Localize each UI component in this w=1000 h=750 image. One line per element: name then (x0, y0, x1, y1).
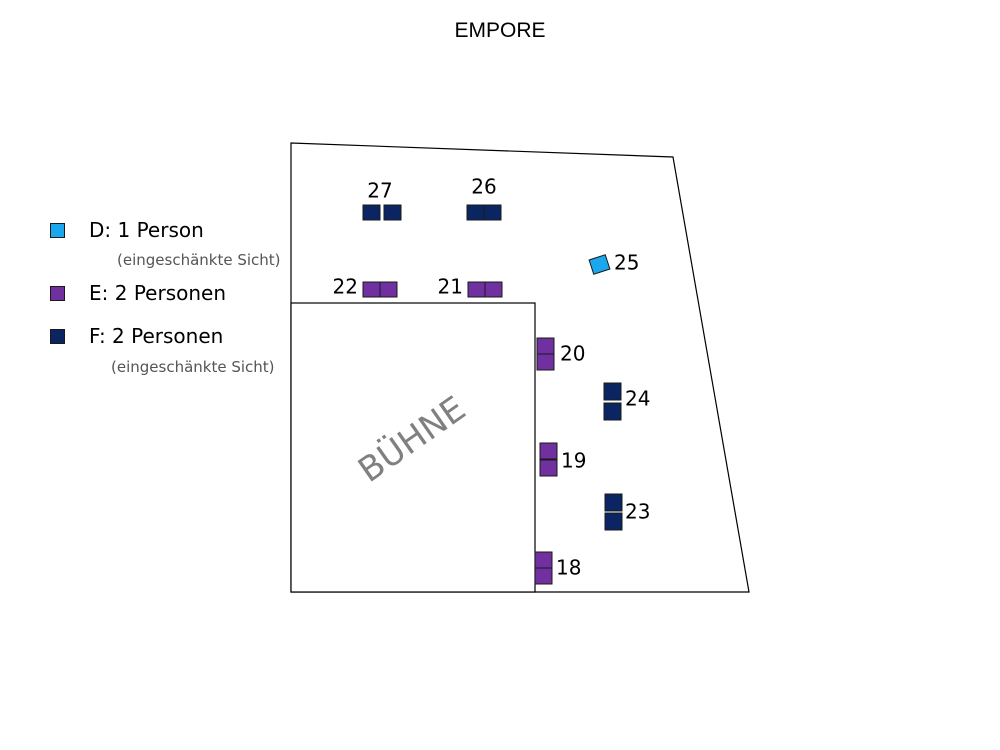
seat-group-22[interactable]: 22 (333, 275, 398, 299)
seat-19-1[interactable] (539, 442, 558, 460)
legend-swatch-d (50, 222, 65, 238)
seat-layer: 27 26 25 22 21 20 24 19 23 18 (333, 175, 650, 585)
seat-26-1[interactable] (466, 204, 485, 221)
seat-number-label: 21 (438, 275, 463, 299)
seat-number-label: 22 (333, 275, 358, 299)
legend-label-e: E: 2 Personen (89, 281, 227, 305)
seat-group-27[interactable]: 27 (362, 179, 402, 221)
seat-23-1[interactable] (604, 493, 623, 512)
seat-number-label: 20 (560, 342, 585, 366)
seat-27-2[interactable] (383, 204, 402, 221)
legend-label-f: F: 2 Personen (89, 324, 224, 348)
legend-swatch-f (50, 328, 65, 344)
seat-number-label: 19 (561, 449, 586, 473)
seat-number-label: 26 (471, 175, 496, 199)
seat-number-label: 23 (625, 500, 650, 524)
seat-20-2[interactable] (536, 353, 555, 371)
seat-23-2[interactable] (604, 512, 623, 531)
seat-18-2[interactable] (534, 567, 553, 585)
seat-group-23[interactable]: 23 (604, 493, 650, 531)
seat-21-1[interactable] (467, 281, 486, 298)
legend-label-d: D: 1 Person (89, 218, 204, 242)
seat-22-1[interactable] (362, 281, 381, 298)
legend-swatch-e (50, 285, 65, 301)
legend-item-f: F: 2 Personen (50, 324, 223, 348)
legend-item-e: E: 2 Personen (50, 281, 226, 305)
seat-24-2[interactable] (603, 402, 622, 421)
seat-20-1[interactable] (536, 337, 555, 355)
seat-25-1[interactable] (588, 254, 611, 275)
seat-19-2[interactable] (539, 459, 558, 477)
seat-26-2[interactable] (483, 204, 502, 221)
seat-number-label: 25 (614, 251, 639, 275)
seat-24-1[interactable] (603, 382, 622, 401)
seat-18-1[interactable] (534, 551, 553, 569)
seat-number-label: 18 (556, 556, 581, 580)
seat-21-2[interactable] (484, 281, 503, 298)
seat-group-19[interactable]: 19 (539, 442, 586, 477)
legend-note-d: (eingeschänkte Sicht) (117, 251, 281, 269)
page-title: EMPORE (454, 19, 546, 42)
seat-22-2[interactable] (379, 281, 398, 298)
seat-number-label: 24 (625, 387, 650, 411)
seat-group-26[interactable]: 26 (466, 175, 502, 221)
stage-area (290, 302, 536, 593)
seat-group-25[interactable]: 25 (588, 251, 639, 275)
seat-group-20[interactable]: 20 (536, 337, 585, 371)
legend-note-f: (eingeschänkte Sicht) (111, 358, 275, 376)
seat-27-1[interactable] (362, 204, 381, 221)
legend-item-d: D: 1 Person (50, 218, 204, 242)
seat-number-label: 27 (367, 179, 392, 203)
seat-group-21[interactable]: 21 (438, 275, 503, 299)
seat-group-24[interactable]: 24 (603, 382, 650, 421)
seat-group-18[interactable]: 18 (534, 551, 581, 585)
